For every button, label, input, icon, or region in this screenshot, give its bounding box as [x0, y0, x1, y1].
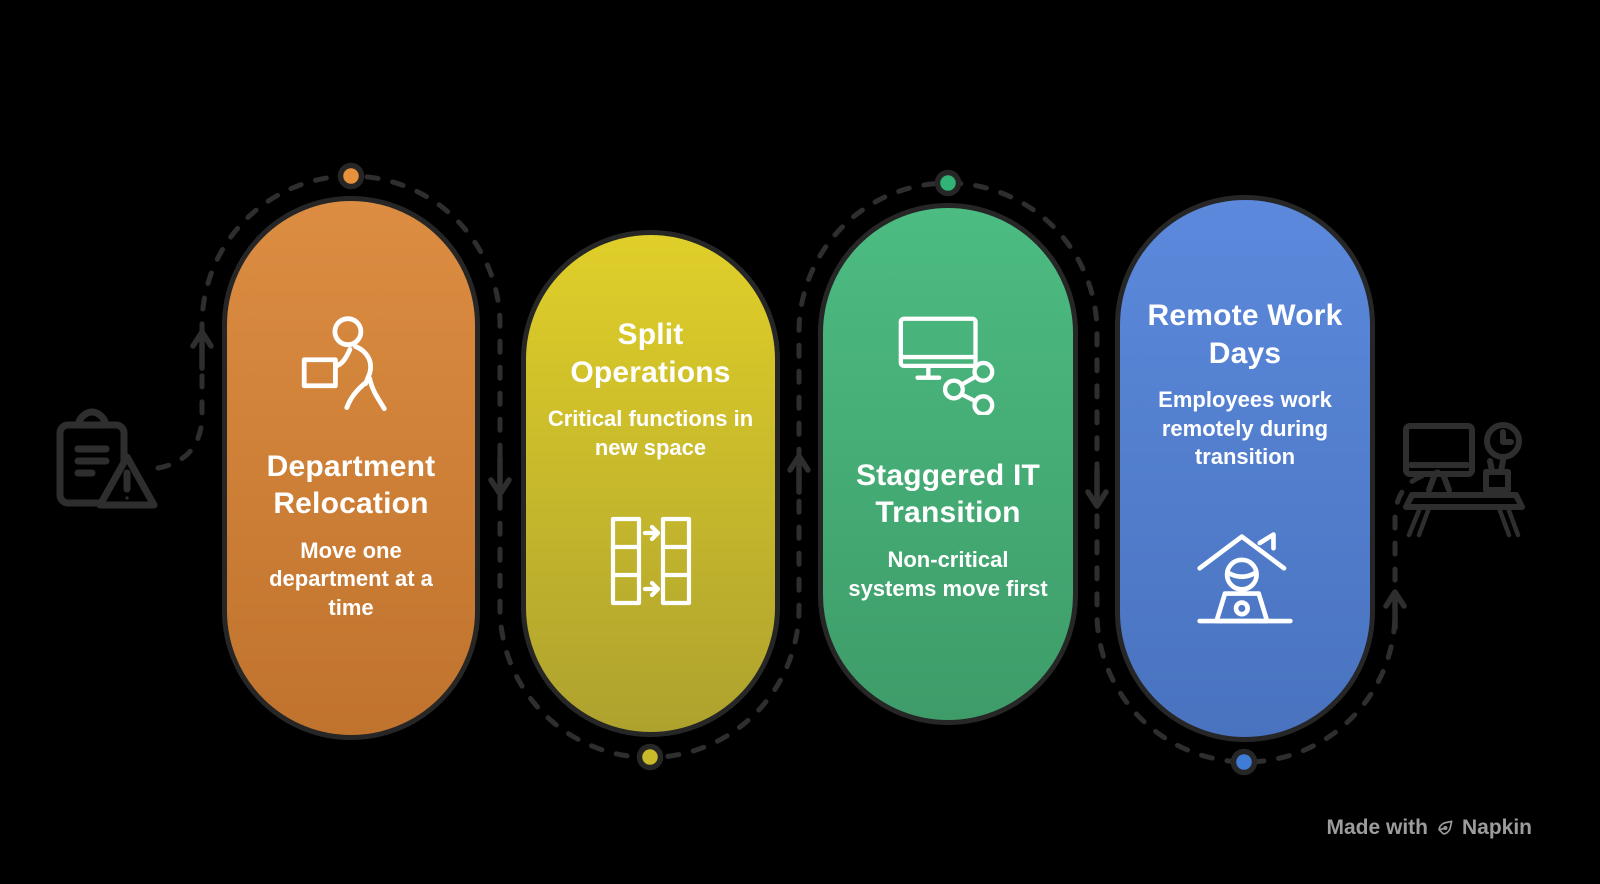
- flow-dot-step-2: [636, 743, 664, 771]
- step-title: Remote Work Days: [1147, 299, 1343, 370]
- monitor-network-icon: [893, 305, 1003, 415]
- step-title: Department Relocation: [266, 449, 436, 521]
- watermark: Made with Napkin: [1326, 816, 1532, 840]
- step-card-department-relocation: Department Relocation Move one departmen…: [222, 196, 480, 740]
- step-description: Employees work remotely during transitio…: [1158, 387, 1332, 470]
- flow-dot-step-1: [337, 162, 365, 190]
- watermark-prefix: Made with: [1326, 816, 1428, 839]
- step-title: Split Operations: [570, 318, 731, 389]
- step-card-split-operations: Split Operations Critical functions in n…: [521, 230, 780, 737]
- flow-arrow-down-1-2: [488, 455, 512, 497]
- data-migration-icon: [601, 511, 701, 611]
- step-description: Move one department at a time: [269, 537, 433, 620]
- flow-arrow-up-right: [1383, 589, 1407, 631]
- flow-dot-step-3: [934, 169, 962, 197]
- flow-arrow-up-left: [190, 329, 214, 371]
- clipboard-warning-icon: [56, 408, 158, 509]
- step-card-remote-work-days: Remote Work Days Employees work remotely…: [1115, 195, 1375, 742]
- step-card-staggered-it-transition: Staggered IT Transition Non-critical sys…: [818, 203, 1078, 725]
- desk-workspace-icon: [1403, 422, 1525, 538]
- step-title: Staggered IT Transition: [855, 458, 1041, 530]
- flow-arrow-down-3-4: [1085, 467, 1109, 509]
- napkin-pen-nib-icon: [1435, 818, 1455, 838]
- watermark-brand: Napkin: [1461, 816, 1532, 839]
- flow-dot-step-4: [1230, 748, 1258, 776]
- remote-work-icon: [1187, 524, 1303, 640]
- step-description: Non-critical systems move first: [848, 546, 1048, 601]
- flow-arrow-up-2-3: [787, 453, 811, 495]
- step-description: Critical functions in new space: [547, 406, 754, 460]
- person-carrying-box-icon: [299, 314, 403, 418]
